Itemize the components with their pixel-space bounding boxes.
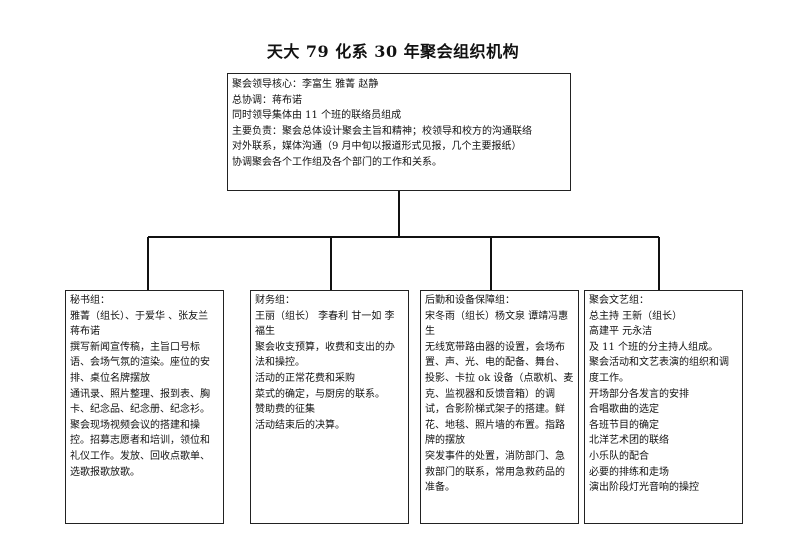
group-line: 撰写新闻宣传稿，主旨口号标语、会场气氛的渲染。座位的安排、桌位名牌摆放 — [70, 341, 210, 384]
chart-title: 天大 79 化系 30 年聚会组织机构 — [266, 42, 520, 61]
group-line: 高建平 元永洁 — [589, 326, 653, 338]
group-line: 开场部分各发言的安排 — [589, 388, 689, 400]
group-line: 聚会收支预算，收费和支出的办法和操控。 — [255, 341, 395, 369]
group-line: 总主持 王新（组长） — [589, 310, 683, 322]
group-line: 北洋艺术团的联络 — [589, 435, 669, 447]
group-line: 菜式的确定，与厨房的联系。 — [255, 388, 385, 400]
group-line: 聚会活动和文艺表演的组织和调度工作。 — [589, 357, 729, 384]
group-line: 雅菁（组长）、于爱华 、张友兰 — [70, 310, 209, 322]
secretariat-group-box: 秘书组： 雅菁（组长）、于爱华 、张友兰 蒋布诺 撰写新闻宣传稿，主旨口号标语、… — [65, 290, 224, 524]
group-line: 通讯录、照片整理、报到表、胸卡、纪念品、纪念册、纪念衫。聚会现场视频会议的搭建和… — [70, 388, 210, 478]
group-line: 秘书组： — [70, 295, 110, 306]
arts-group-box: 聚会文艺组： 总主持 王新（组长） 高建平 元永洁 及 11 个班的分主持人组成… — [584, 290, 743, 524]
group-line: 王丽（组长） 李春利 甘一如 李福生 — [255, 310, 395, 338]
group-line: 财务组： — [255, 295, 295, 306]
group-line: 宋冬雨（组长）杨文泉 谭靖冯惠生 — [425, 310, 569, 338]
group-line: 必要的排练和走场 — [589, 466, 669, 478]
group-line: 后勤和设备保障组： — [425, 295, 515, 306]
group-line: 演出阶段灯光音响的操控 — [589, 482, 699, 494]
group-line: 聚会文艺组： — [589, 295, 649, 306]
leadership-line: 主要负责：聚会总体设计聚会主旨和精神；校领导和校方的沟通联络 — [232, 125, 532, 137]
leadership-line: 总协调：蒋布诺 — [232, 94, 302, 106]
logistics-group-box: 后勤和设备保障组： 宋冬雨（组长）杨文泉 谭靖冯惠生 无线宽带路由器的设置，会场… — [420, 290, 579, 524]
group-line: 及 11 个班的分主持人组成。 — [589, 341, 719, 353]
group-line: 活动的正常花费和采购 — [255, 372, 355, 384]
leadership-line: 同时领导集体由 11 个班的联络员组成 — [232, 110, 402, 122]
group-line: 突发事件的处置，消防部门、急救部门的联系，常用急救药品的准备。 — [425, 450, 565, 494]
leadership-line: 协调聚会各个工作组及各个部门的工作和关系。 — [232, 156, 442, 168]
group-line: 各班节目的确定 — [589, 419, 659, 431]
leadership-line: 聚会领导核心：李富生 雅菁 赵静 — [232, 79, 379, 90]
group-line: 合唱歌曲的选定 — [589, 404, 659, 416]
group-line: 小乐队的配合 — [589, 450, 649, 462]
finance-group-box: 财务组： 王丽（组长） 李春利 甘一如 李福生 聚会收支预算，收费和支出的办法和… — [250, 290, 409, 524]
group-line: 蒋布诺 — [70, 326, 100, 338]
group-line: 活动结束后的决算。 — [255, 419, 345, 431]
leadership-line: 对外联系，媒体沟通（9 月中旬以报道形式见报，几个主要报纸） — [232, 141, 522, 153]
group-line: 无线宽带路由器的设置，会场布置、声、光、电的配备、舞台、投影、卡拉 ok 设备（… — [425, 341, 574, 447]
leadership-box: 聚会领导核心：李富生 雅菁 赵静 总协调：蒋布诺 同时领导集体由 11 个班的联… — [227, 73, 571, 191]
group-line: 赞助费的征集 — [255, 404, 315, 416]
